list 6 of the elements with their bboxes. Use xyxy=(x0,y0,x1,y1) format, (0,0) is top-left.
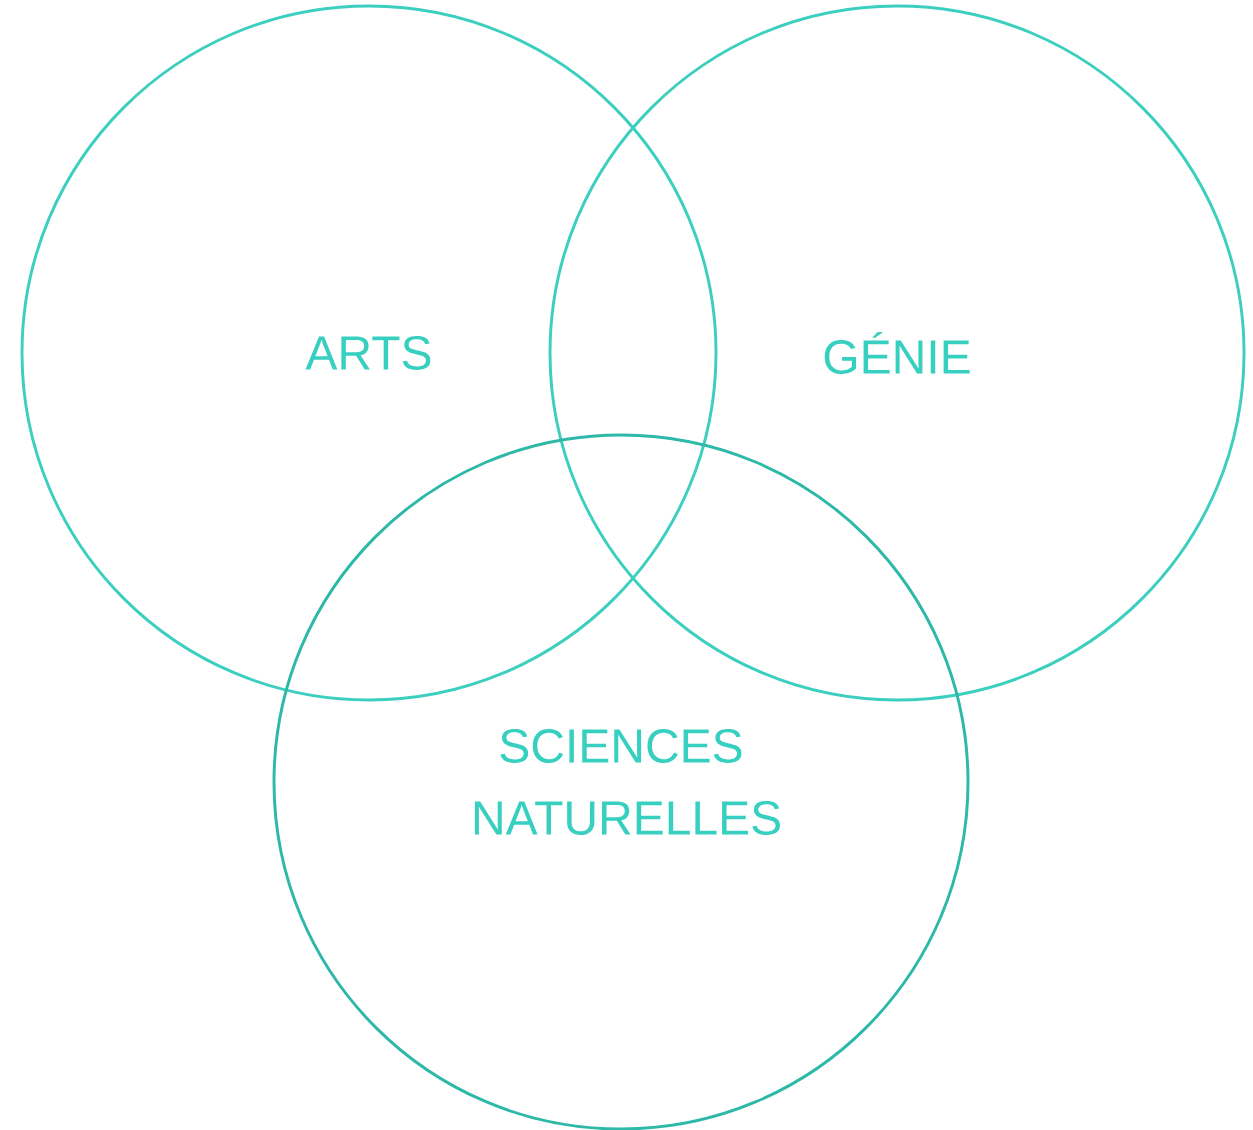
circle-label: ARTS xyxy=(305,336,431,370)
venn-circle xyxy=(548,4,1246,702)
venn-circle xyxy=(272,433,970,1130)
circle-label: SCIENCES NATURELLES xyxy=(474,729,780,835)
circle-label: GÉNIE xyxy=(824,331,970,374)
venn-circle xyxy=(20,4,718,702)
